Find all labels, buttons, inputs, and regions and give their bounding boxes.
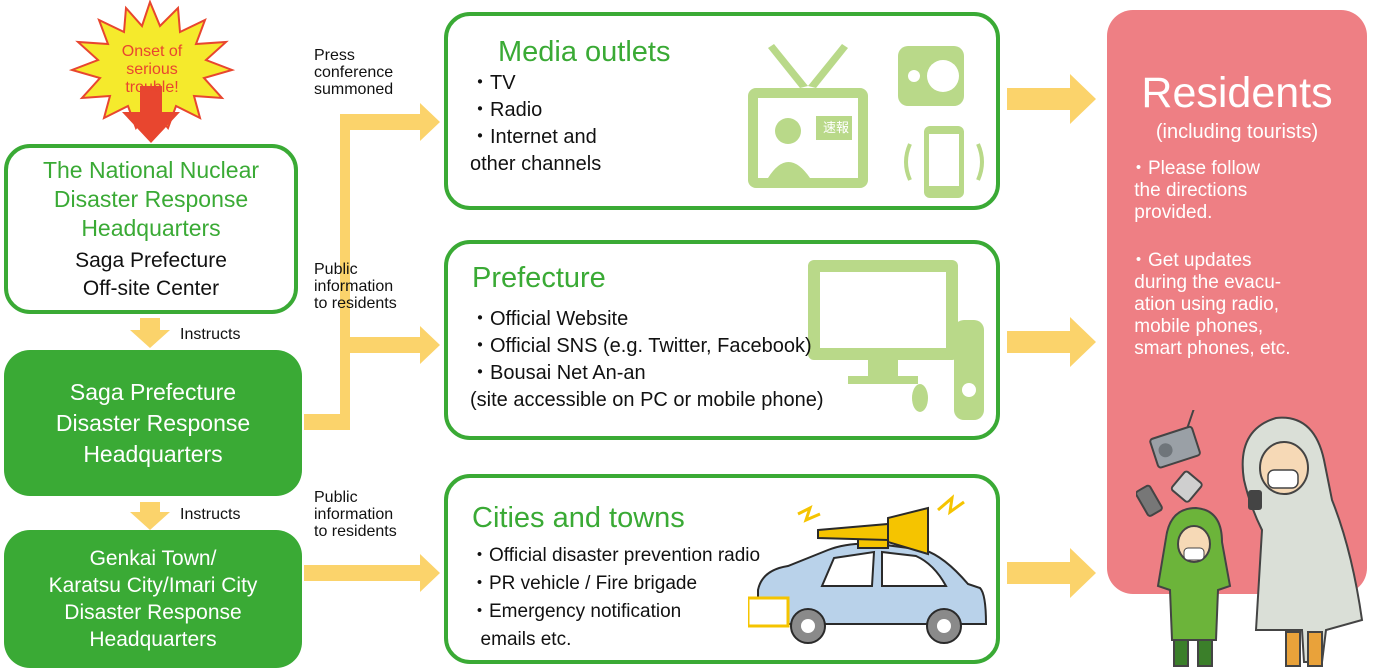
prefecture-item: ・Official SNS (e.g. Twitter, Facebook) (470, 335, 812, 357)
town-hq-line: Headquarters (89, 628, 217, 651)
town-hq-line: Karatsu City/Imari City (48, 574, 258, 597)
saga-branch-connector (304, 120, 350, 430)
town-hq-box: Genkai Town/ Karatsu City/Imari City Dis… (4, 530, 302, 668)
national-hq-title: Headquarters (81, 214, 221, 241)
residents-title: Residents (1141, 69, 1333, 117)
cities-title: Cities and towns (472, 502, 685, 534)
town-hq-line: Disaster Response (64, 601, 242, 624)
instructs-label: Instructs (180, 506, 241, 523)
residents-note-line: ・Get updates (1129, 250, 1252, 271)
media-item: other channels (470, 153, 602, 175)
tv-radio-phone-icon (748, 44, 984, 198)
national-hq-box: The National Nuclear Disaster Response H… (4, 144, 298, 314)
saga-hq-line: Disaster Response (55, 409, 251, 436)
offsite-center-label: Saga Prefecture (75, 248, 227, 272)
press-label-line: Press (314, 47, 355, 64)
offsite-center-label: Off-site Center (82, 276, 220, 300)
public-info-line: information (314, 278, 394, 295)
press-label-line: conference (314, 64, 394, 81)
branch-to-media (340, 103, 440, 141)
media-box: Media outlets ・TV ・Radio ・Internet and o… (444, 12, 1000, 210)
residents-note-follow: ・Please follow the directions provided. (1129, 158, 1260, 224)
press-label-line: summoned (314, 81, 394, 98)
prefecture-item: ・Bousai Net An-an (470, 362, 646, 384)
residents-note-line: mobile phones, (1129, 316, 1264, 337)
cities-to-residents (1007, 548, 1096, 598)
public-info-line: Public (314, 261, 358, 278)
pr-vehicle-icon (748, 494, 988, 644)
town-hq-line: Genkai Town/ (89, 547, 217, 570)
onset-line: Onset of (121, 43, 183, 60)
cities-box: Cities and towns ・Official disaster prev… (444, 474, 1000, 664)
public-info-line: Public (314, 489, 358, 506)
media-item: ・Radio (470, 99, 543, 121)
residents-note-line: ation using radio, (1129, 294, 1279, 315)
public-info-label: Public information to residents (314, 261, 397, 312)
onset-red-arrow (122, 86, 180, 143)
prefecture-title: Prefecture (472, 262, 606, 294)
national-hq-title: Disaster Response (53, 185, 249, 212)
pc-mobile-icon (808, 260, 984, 420)
saga-hq-line: Saga Prefecture (69, 378, 237, 405)
residents-subtitle: (including tourists) (1155, 121, 1319, 143)
public-info-line: to residents (314, 295, 397, 312)
prefecture-item: (site accessible on PC or mobile phone) (470, 389, 824, 411)
instructs-label: Instructs (180, 326, 241, 343)
media-list: ・TV ・Radio ・Internet and other channels (470, 70, 601, 178)
press-label: Press conference summoned (314, 47, 393, 98)
residents-note-updates: ・Get updates during the evacu- ation usi… (1129, 250, 1291, 360)
residents-note-line: smart phones, etc. (1129, 338, 1291, 359)
onset-line: trouble! (125, 79, 179, 96)
media-item: ・TV (470, 72, 516, 94)
media-item: ・Internet and (470, 126, 597, 148)
prefecture-list: ・Official Website ・Official SNS (e.g. Tw… (470, 306, 824, 414)
onset-label: Onset of serious trouble! (100, 40, 204, 100)
saga-hq-line: Headquarters (83, 440, 223, 467)
residents-note-line: the directions (1129, 180, 1248, 201)
cities-item: emails etc. (470, 629, 572, 650)
down-arrow-1 (130, 318, 170, 348)
national-hq-title: The National Nuclear (42, 156, 260, 183)
cities-list: ・Official disaster prevention radio ・PR … (470, 542, 760, 654)
residents-illustration (1136, 410, 1364, 667)
prefecture-item: ・Official Website (470, 308, 629, 330)
cities-item: ・Emergency notification (470, 601, 682, 622)
cities-item: ・Official disaster prevention radio (470, 545, 761, 566)
residents-note-line: during the evacu- (1129, 272, 1282, 293)
residents-note-line: provided. (1129, 202, 1213, 223)
town-to-cities (304, 554, 440, 592)
saga-hq-box: Saga Prefecture Disaster Response Headqu… (4, 350, 302, 496)
onset-line: serious (126, 61, 178, 78)
residents-note-line: ・Please follow (1129, 158, 1260, 179)
down-arrow-2 (130, 502, 170, 530)
branch-to-prefecture (340, 326, 440, 364)
breaking-badge: 速報 (822, 120, 849, 135)
cities-item: ・PR vehicle / Fire brigade (470, 573, 698, 594)
prefecture-box: Prefecture ・Official Website ・Official S… (444, 240, 1000, 440)
public-info-line: to residents (314, 523, 397, 540)
prefecture-to-residents (1007, 317, 1096, 367)
media-to-residents (1007, 74, 1096, 124)
public-info-line: information (314, 506, 394, 523)
media-title: Media outlets (498, 36, 671, 68)
public-info-label: Public information to residents (314, 489, 397, 540)
